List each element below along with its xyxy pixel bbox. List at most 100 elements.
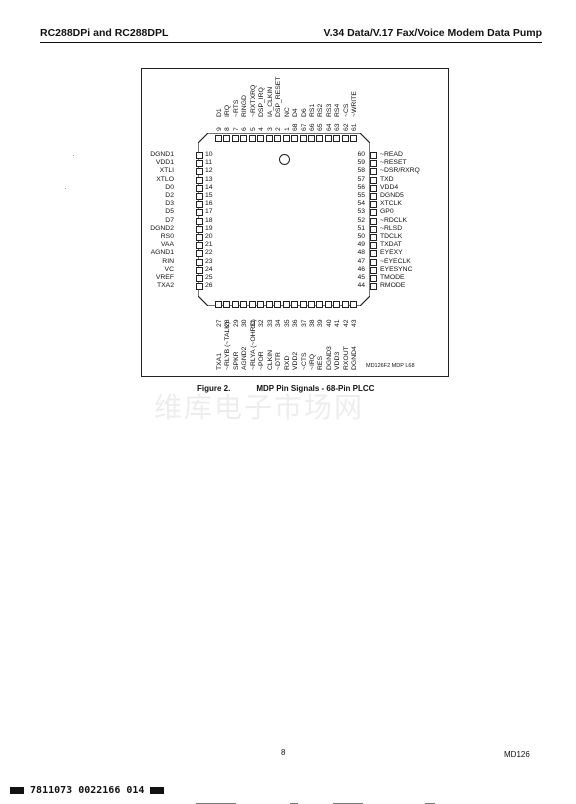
left-pin-number: 16 <box>205 200 213 208</box>
right-pin-number: 60 <box>357 151 365 158</box>
right-pin-name: TDCLK <box>380 233 403 240</box>
bottom-pin-pad <box>307 301 315 308</box>
left-pin-name: TXA2 <box>157 282 174 290</box>
bottom-pin-pad <box>291 301 299 308</box>
right-pin-pad <box>370 184 377 192</box>
left-pin-pad <box>196 250 203 258</box>
right-pin-name: TXD <box>380 175 394 183</box>
bottom-pin-pad <box>215 301 222 308</box>
page-number: 8 <box>281 748 286 757</box>
right-pin-number: 51 <box>357 224 365 232</box>
bottom-pin-pad <box>248 301 256 308</box>
top-pin-number: 68 <box>292 123 300 131</box>
bottom-pin-name: TXA1 <box>216 353 223 370</box>
left-pin-name: D7 <box>165 216 174 224</box>
left-pin-number: 23 <box>205 257 213 265</box>
right-pin-number: 57 <box>357 175 365 183</box>
right-pin-name: ~DSR/RXRQ <box>380 167 420 175</box>
left-pin-number: 17 <box>205 208 213 216</box>
bottom-pin-number: 27 <box>216 319 223 327</box>
right-pin-name: EYEXY <box>380 249 403 257</box>
top-pin-number: 63 <box>334 123 342 131</box>
right-pin-number: 49 <box>357 241 365 249</box>
top-pin-pad <box>299 135 307 142</box>
top-pin-pad <box>307 135 315 142</box>
top-pin-number: 65 <box>317 123 325 131</box>
left-pin-name: DGND2 <box>150 224 174 232</box>
left-pin-number: 20 <box>205 233 213 240</box>
top-pin-number: 8 <box>224 127 232 131</box>
top-pin-number: 64 <box>325 123 333 131</box>
left-pin-name: VC <box>164 265 174 273</box>
bottom-pin-name: DGND4 <box>351 346 359 370</box>
top-pin-name: ~RXTXRQ <box>249 84 257 117</box>
left-pin-number: 15 <box>205 192 213 199</box>
top-pin-name: RINGD <box>241 95 249 117</box>
caption-title: MDP Pin Signals - 68-Pin PLCC <box>256 384 375 393</box>
left-pin-number: 14 <box>205 183 213 191</box>
bottom-pin-number: 34 <box>275 319 283 327</box>
bottom-pin-pad <box>350 301 358 308</box>
bottom-pin-name: RES <box>317 356 325 370</box>
right-pin-number: 48 <box>357 249 365 257</box>
left-pin-name: AGND1 <box>150 249 174 257</box>
barcode-text: 7811073 0022166 014 <box>30 785 145 796</box>
left-pin-name: VAA <box>160 241 174 249</box>
right-pin-name: VDD4 <box>380 183 399 191</box>
top-pin-pad <box>240 135 248 142</box>
right-pin-number: 45 <box>357 274 365 281</box>
top-pin-name: RS3 <box>325 103 333 117</box>
top-pin-pad <box>333 135 341 142</box>
top-pin-name: ~RTS <box>232 99 240 117</box>
bottom-pin-pad <box>223 301 231 308</box>
right-pin-pad <box>370 201 377 209</box>
top-pin-name: NC <box>283 107 291 117</box>
bottom-pin-name: RXD <box>283 355 291 370</box>
left-pin-pad <box>196 201 203 209</box>
right-pin-number: 56 <box>357 183 365 191</box>
caption-number: Figure 2. <box>197 384 231 393</box>
left-pin-number: 24 <box>205 265 213 273</box>
right-pin-name: TMODE <box>380 274 405 281</box>
header-title: V.34 Data/V.17 Fax/Voice Modem Data Pump <box>323 27 542 39</box>
bottom-pin-number: 36 <box>292 319 300 327</box>
top-pin-pad <box>291 135 299 142</box>
bottom-pin-number: 29 <box>232 319 240 327</box>
top-pin-name: D6 <box>300 108 308 117</box>
left-pin-name: XTLO <box>156 175 174 183</box>
bottom-pin-name: VDD3 <box>334 351 342 370</box>
right-pin-number: 59 <box>357 159 365 167</box>
top-pin-number: 4 <box>258 127 266 131</box>
scan-speck <box>65 188 66 189</box>
left-pin-number: 18 <box>205 216 213 224</box>
top-pin-pad <box>231 135 239 142</box>
right-pin-pad <box>370 217 377 225</box>
top-pin-number: 66 <box>308 123 316 131</box>
right-pin-name: EYESYNC <box>380 265 413 273</box>
right-pin-pad <box>370 209 377 217</box>
right-pin-number: 50 <box>357 233 365 240</box>
bottom-pin-pad <box>265 301 273 308</box>
top-pin-number: 7 <box>232 127 240 131</box>
bottom-pin-pad <box>333 301 341 308</box>
right-pin-name: GP0 <box>380 208 394 216</box>
top-pin-number: 61 <box>351 123 359 131</box>
right-pin-pad <box>370 152 377 159</box>
bottom-pin-number: 41 <box>334 319 342 327</box>
top-pin-pad <box>316 135 324 142</box>
right-pin-number: 52 <box>357 216 365 224</box>
right-pin-number: 44 <box>357 282 365 290</box>
left-pin-number: 19 <box>205 224 213 232</box>
right-pin-pad <box>370 258 377 266</box>
left-pin-name: XTLI <box>159 167 174 175</box>
right-pin-name: ~RDCLK <box>380 216 408 224</box>
top-pin-name: RS1 <box>308 103 316 117</box>
bottom-pin-number: 37 <box>300 319 308 327</box>
right-pin-pad <box>370 160 377 168</box>
right-pin-number: 47 <box>357 257 365 265</box>
top-pin-pad <box>274 135 282 142</box>
bottom-pin-number: 32 <box>258 319 266 327</box>
bottom-pin-number: 40 <box>325 319 333 327</box>
left-pin-number: 22 <box>205 249 213 257</box>
left-pin-pad <box>196 209 203 217</box>
